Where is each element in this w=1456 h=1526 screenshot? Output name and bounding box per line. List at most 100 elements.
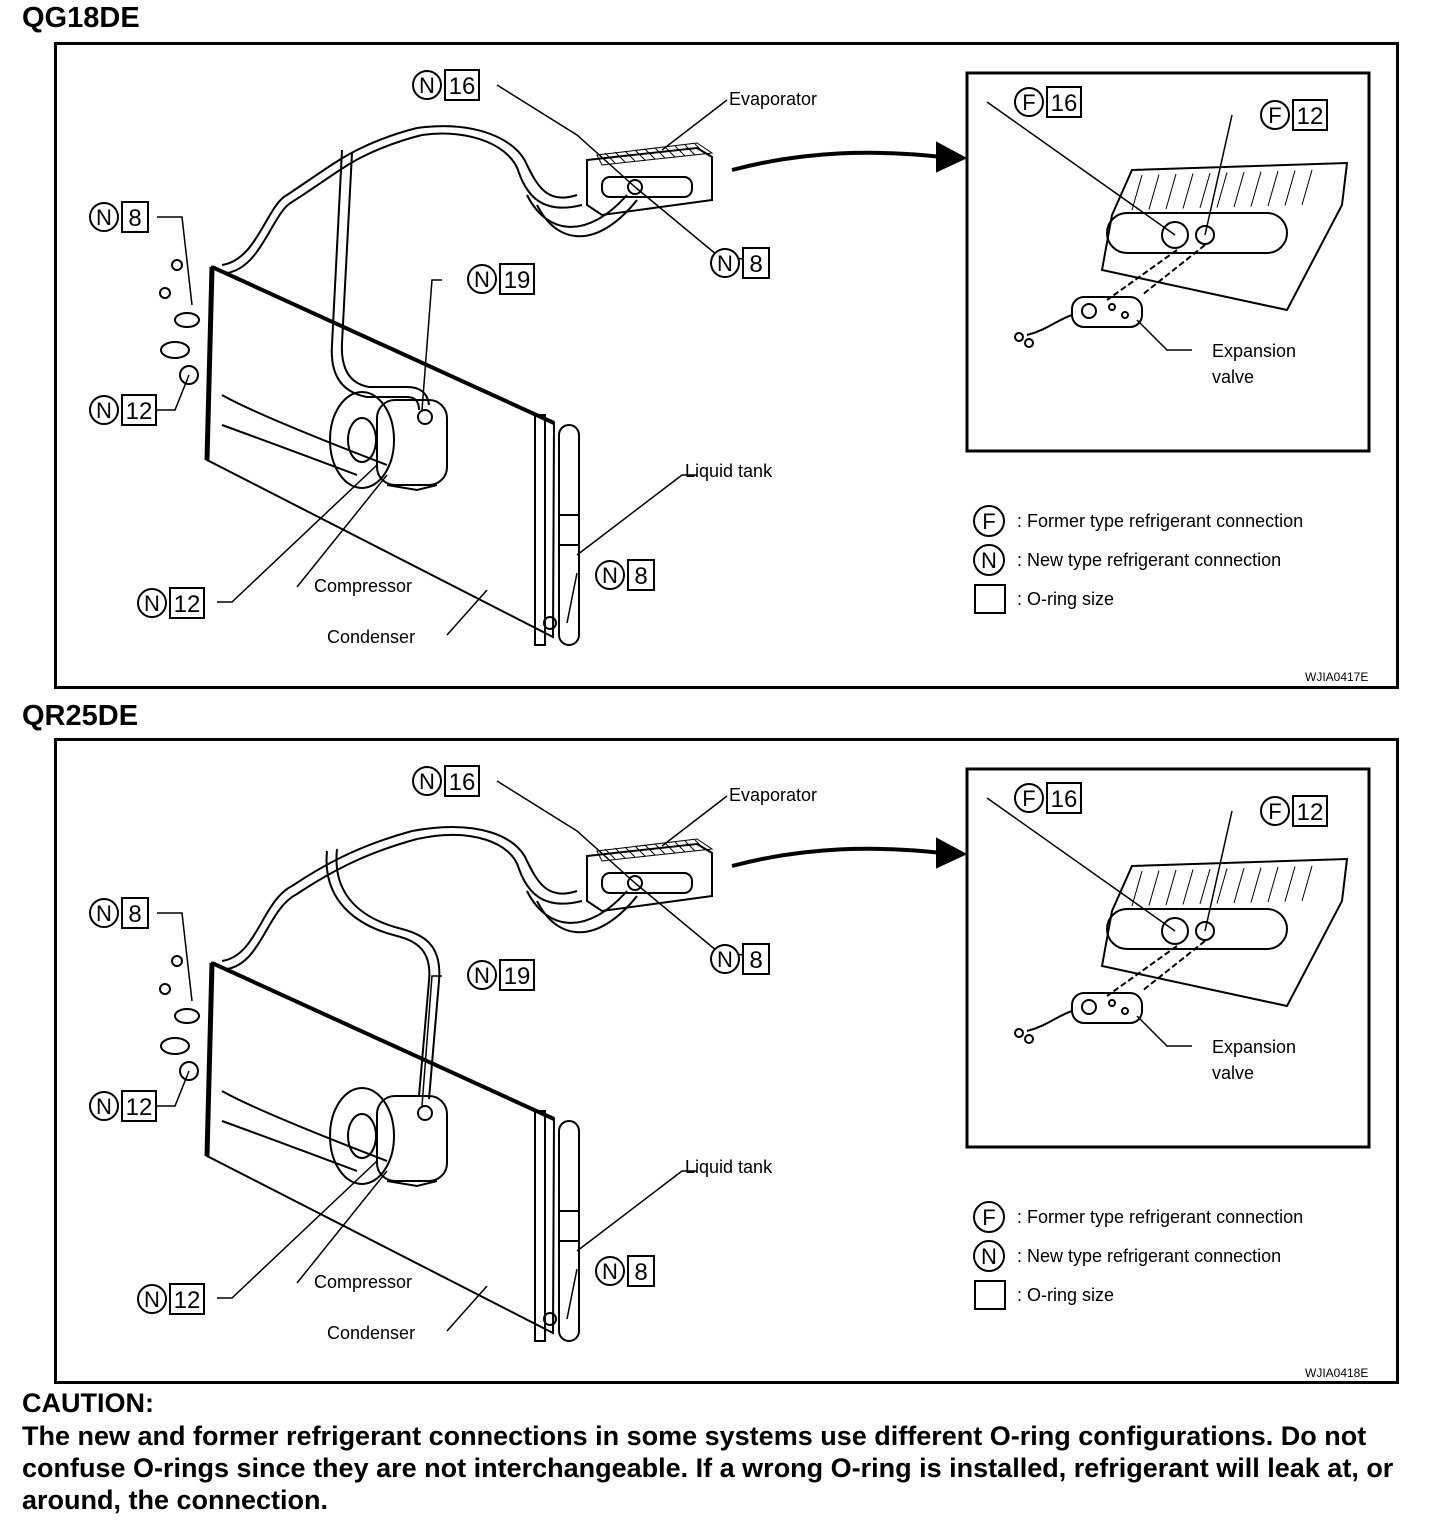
- o-ring-size-value: 8: [634, 563, 647, 590]
- connection-type-circle: [137, 1284, 167, 1314]
- connection-type-circle: [1260, 100, 1290, 130]
- legend-f-text: : Former type refrigerant connection: [1017, 1207, 1303, 1227]
- o-ring-size-box: [1292, 795, 1328, 827]
- connection-type-circle: [467, 264, 497, 294]
- leader-line-9: [217, 464, 378, 603]
- connection-type-letter: N: [419, 73, 435, 98]
- connection-type-circle: [595, 560, 625, 590]
- connection-type-circle: [89, 395, 119, 425]
- o-ring-size-value: 12: [126, 398, 153, 425]
- legend-o-ring-box: [974, 584, 1006, 614]
- o-ring-size-value: 12: [1297, 799, 1324, 826]
- caution-heading: CAUTION:: [22, 1388, 154, 1418]
- leader-line-3: [661, 99, 728, 151]
- connection-type-letter: F: [1022, 786, 1035, 811]
- connection-type-circle: [710, 944, 740, 974]
- expansion-valve-label-2: valve: [1212, 367, 1254, 387]
- leader-line-14: [1136, 319, 1192, 351]
- leader-line-4: [421, 975, 442, 1107]
- leader-line-14: [1136, 1015, 1192, 1047]
- evaporator: [586, 146, 713, 217]
- connection-type-letter: N: [96, 205, 112, 230]
- connection-type-circle: [89, 1091, 119, 1121]
- o-ring-size-box: [742, 247, 770, 279]
- o-ring-size-value: 8: [749, 251, 762, 278]
- compressor-pulley: [329, 391, 395, 489]
- leader-line-1: [496, 780, 636, 884]
- legend-f-letter: F: [982, 509, 995, 534]
- connection-type-circle: [137, 588, 167, 618]
- leader-line-12: [986, 101, 1176, 236]
- o-ring-size-value: 19: [504, 963, 531, 990]
- o-ring-size-box: [444, 765, 480, 797]
- compressor-pulley: [329, 1087, 395, 1185]
- compressor-body: [376, 399, 448, 486]
- o-ring-size-box: [627, 1255, 655, 1287]
- leader-line-5: [157, 912, 193, 1002]
- compressor-body: [376, 1095, 448, 1182]
- o-ring-size-value: 16: [1051, 786, 1078, 813]
- o-ring-size-box: [742, 943, 770, 975]
- connection-type-letter: N: [602, 563, 618, 588]
- connection-type-circle: [1260, 796, 1290, 826]
- leader-line-7: [576, 1170, 697, 1252]
- evaporator-label: Evaporator: [729, 89, 817, 109]
- legend-o-ring-box: [974, 1280, 1006, 1310]
- leader-line-8: [566, 1268, 578, 1320]
- o-ring-size-value: 12: [1297, 103, 1324, 130]
- connection-type-letter: N: [717, 251, 733, 276]
- connection-type-circle: [595, 1256, 625, 1286]
- legend-n-circle: [973, 1240, 1005, 1272]
- liquid-tank-label: Liquid tank: [685, 1157, 773, 1177]
- o-ring-size-box: [121, 394, 157, 426]
- legend-f-letter: F: [982, 1205, 995, 1230]
- o-ring-size-box: [627, 559, 655, 591]
- leader-line-3: [661, 795, 728, 847]
- legend-n-text: : New type refrigerant connection: [1017, 1246, 1281, 1266]
- connection-type-letter: N: [419, 769, 435, 794]
- condenser-label: Condenser: [327, 627, 415, 647]
- leader-line-11: [446, 1285, 488, 1332]
- detail-evaporator: [1100, 857, 1349, 1008]
- o-ring-size-value: 8: [749, 947, 762, 974]
- detail-box: [965, 71, 1371, 453]
- expansion-valve: [1071, 992, 1143, 1024]
- o-ring-size-value: 12: [174, 591, 201, 618]
- connection-type-circle: [412, 766, 442, 796]
- o-ring-size-box: [121, 1090, 157, 1122]
- leader-line-10: [296, 474, 388, 588]
- legend-o-ring-text: : O-ring size: [1017, 589, 1114, 609]
- legend-f-circle: [973, 1201, 1005, 1233]
- detail-arrow: [731, 846, 943, 868]
- o-ring-size-value: 8: [634, 1259, 647, 1286]
- legend: F: Former type refrigerant connectionN: …: [973, 505, 1303, 614]
- compressor-label: Compressor: [314, 576, 412, 596]
- o-ring-size-box: [499, 959, 535, 991]
- leader-line-7: [576, 474, 697, 556]
- o-ring-size-value: 8: [128, 205, 141, 232]
- connection-type-circle: [1014, 87, 1044, 117]
- evaporator: [586, 842, 713, 913]
- o-ring-size-box: [121, 201, 149, 233]
- connection-type-circle: [467, 960, 497, 990]
- connection-type-letter: N: [474, 267, 490, 292]
- figure-code: WJIA0418E: [1305, 1366, 1368, 1380]
- connection-type-letter: N: [144, 1287, 160, 1312]
- compressor-label: Compressor: [314, 1272, 412, 1292]
- evaporator-label: Evaporator: [729, 785, 817, 805]
- connection-type-letter: N: [96, 1094, 112, 1119]
